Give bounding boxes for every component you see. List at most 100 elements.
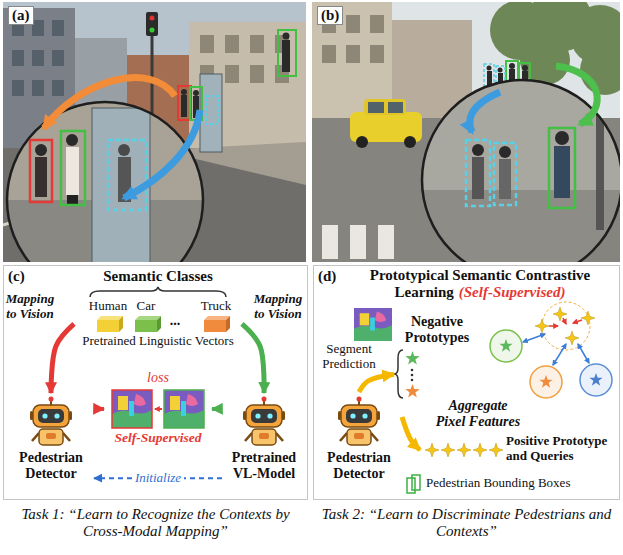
prototype-group: Positive Prototype and Queries xyxy=(420,432,616,468)
magnified-view xyxy=(118,144,130,156)
prototype-symbols xyxy=(499,339,512,352)
node-text: (c) xyxy=(8,268,36,285)
street-photo xyxy=(124,110,200,198)
window xyxy=(370,45,384,63)
street-photo xyxy=(556,66,597,124)
panel-label: (b) xyxy=(317,6,343,25)
window xyxy=(346,45,360,63)
window xyxy=(52,80,64,96)
connector-arrow xyxy=(94,407,104,411)
magnified-view xyxy=(30,140,52,202)
connector-arrow xyxy=(212,407,222,411)
prototype-symbols xyxy=(565,331,579,345)
linguistic-vectors xyxy=(135,316,161,320)
box-legend: Pedestrian Bounding Boxes xyxy=(404,472,614,496)
robot-icon xyxy=(30,397,72,446)
magnified-view xyxy=(466,140,490,206)
node-text: (d) xyxy=(318,268,346,285)
robot-icon xyxy=(243,397,285,446)
street-photo xyxy=(44,78,175,128)
street-photo xyxy=(312,2,392,127)
street-photo xyxy=(404,136,416,148)
pedestrian xyxy=(282,40,290,72)
prototype-symbols xyxy=(489,443,503,457)
window xyxy=(322,45,336,63)
node-text: Pedestrian Detector xyxy=(8,450,94,482)
window xyxy=(250,65,264,83)
prototype-symbols xyxy=(405,384,419,398)
window xyxy=(52,50,64,66)
street-photo xyxy=(364,99,406,115)
prototype-group: Negative Prototypes xyxy=(394,314,478,400)
magnified-view xyxy=(472,144,484,156)
pedestrian xyxy=(193,90,199,96)
street-photo xyxy=(3,2,306,262)
magnified-view xyxy=(35,144,47,156)
window xyxy=(370,15,384,33)
edge-label: Initialize xyxy=(132,471,184,486)
prototype-symbols xyxy=(394,302,612,493)
node-text: (Self-Supervised) xyxy=(459,284,566,300)
segmentation-image xyxy=(112,308,392,428)
prototype-symbols xyxy=(563,318,566,324)
connector-arrow xyxy=(359,374,394,392)
linguistic-vectors xyxy=(204,316,230,320)
prototype-symbols xyxy=(441,443,455,457)
prototype-symbols xyxy=(553,307,567,321)
magnified-view xyxy=(499,146,511,158)
magnified-view xyxy=(3,90,220,262)
prototype-symbols xyxy=(553,344,566,365)
node-text: Semantic Classes xyxy=(74,268,242,285)
image-pair: lossSelf-Supervised xyxy=(104,370,212,448)
linguistic-vectors xyxy=(119,316,123,332)
magnified-view xyxy=(555,131,569,145)
node-text: Pedestrian Bounding Boxes xyxy=(426,476,612,491)
street-photo xyxy=(150,28,155,33)
window xyxy=(32,80,44,96)
prototype-symbols xyxy=(573,320,582,323)
street-photo xyxy=(356,136,368,148)
prototype-symbols xyxy=(542,302,590,350)
node-text: Pretrained Linguistic Vectors xyxy=(74,334,242,349)
window xyxy=(12,20,64,96)
magnified-view xyxy=(66,147,79,195)
window xyxy=(12,50,24,66)
image-box: Segment Prediction xyxy=(316,306,394,374)
segmentation-image xyxy=(112,390,152,428)
robot-icon xyxy=(30,397,380,446)
street-photo xyxy=(422,80,620,262)
model-icon: Pedestrian Detector xyxy=(316,392,402,492)
prototype-symbols xyxy=(425,443,439,457)
segmentation-image xyxy=(155,408,162,410)
prototype-symbols xyxy=(589,373,602,386)
window xyxy=(250,35,264,53)
prototype-symbols xyxy=(490,330,522,362)
linguistic-vectors xyxy=(157,316,161,332)
window xyxy=(200,35,214,53)
node-text: Car xyxy=(132,299,160,314)
window xyxy=(225,35,239,53)
prototype-symbols xyxy=(394,350,403,398)
pedestrian xyxy=(181,95,187,117)
pedestrian xyxy=(522,65,528,71)
node-text: Positive Prototype and Queries xyxy=(506,434,616,464)
crosswalk xyxy=(322,225,338,259)
linguistic-vectors xyxy=(97,316,123,320)
crosswalk xyxy=(378,225,394,259)
pedestrian xyxy=(181,33,290,119)
panel-label: (a) xyxy=(8,6,34,25)
prototype-symbols xyxy=(581,311,595,325)
linguistic-vectors xyxy=(226,316,230,332)
linguistic-vectors xyxy=(90,287,226,297)
segmentation-image xyxy=(112,390,152,428)
street-photo xyxy=(368,102,384,113)
window xyxy=(346,15,360,33)
prototype-symbols xyxy=(530,366,562,398)
pedestrian xyxy=(509,63,515,69)
pedestrian xyxy=(498,68,503,73)
linguistic-vectors xyxy=(204,320,226,332)
magnified-view xyxy=(499,159,511,199)
